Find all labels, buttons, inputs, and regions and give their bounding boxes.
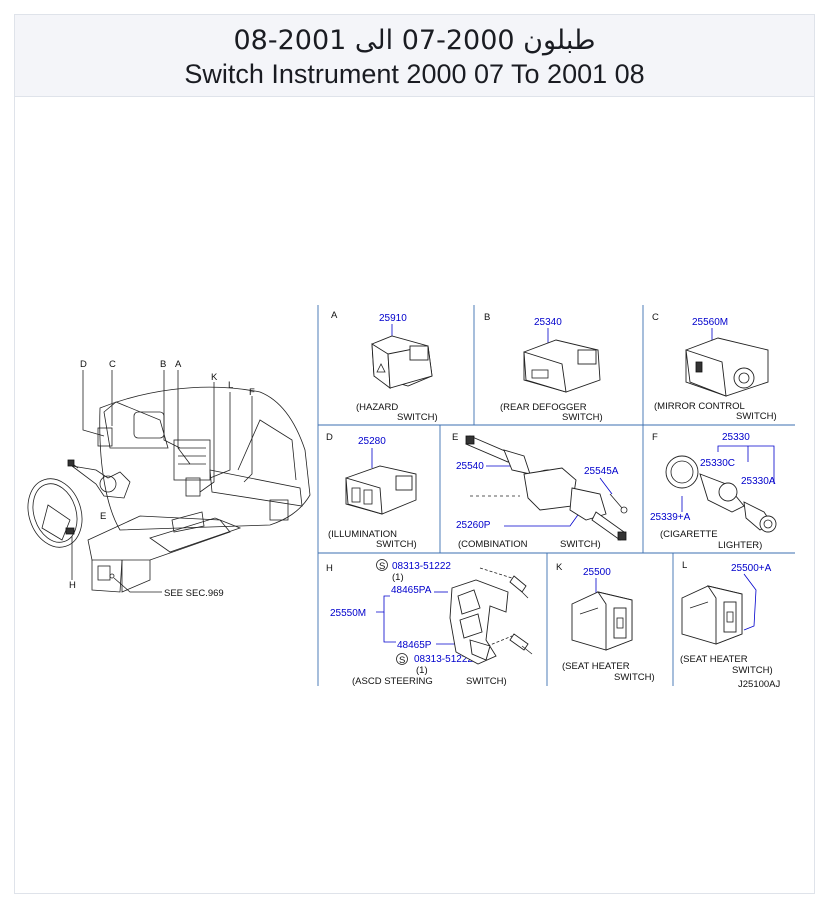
panel-c-mirror-control: C 25560M (MIRROR CONTROL SWITCH) bbox=[652, 312, 777, 422]
callout-d[interactable]: D bbox=[80, 359, 87, 370]
panel-b-rear-defogger: B 25340 (REAR DEFOGGER SWITCH) bbox=[484, 312, 603, 423]
page-header: طبلون 2000-07 الى 2001-08 Switch Instrum… bbox=[15, 15, 814, 97]
callout-c[interactable]: C bbox=[109, 359, 116, 370]
qty-bottom: (1) bbox=[416, 665, 428, 676]
panel-e-caption-1: (COMBINATION bbox=[458, 539, 528, 550]
part-25910[interactable]: 25910 bbox=[379, 313, 407, 324]
part-48465p[interactable]: 48465P bbox=[397, 640, 432, 651]
callout-e[interactable]: E bbox=[100, 511, 106, 522]
page-title-arabic: طبلون 2000-07 الى 2001-08 bbox=[233, 25, 596, 56]
callout-a[interactable]: A bbox=[175, 359, 182, 370]
panel-k-seat-heater: K 25500 (SEAT HEATER SWITCH) bbox=[556, 562, 655, 683]
panel-a-letter: A bbox=[331, 310, 338, 321]
part-25339a[interactable]: 25339+A bbox=[650, 512, 691, 523]
panel-k-caption-1: (SEAT HEATER bbox=[562, 661, 630, 672]
page-title-english: Switch Instrument 2000 07 To 2001 08 bbox=[184, 59, 645, 89]
callout-f[interactable]: F bbox=[249, 387, 255, 398]
part-08313-51222-top[interactable]: 08313-51222 bbox=[392, 561, 451, 572]
panel-a-caption-1: (HAZARD bbox=[356, 402, 398, 413]
panel-a-hazard: A 25910 (HAZARD SWITCH) bbox=[331, 310, 438, 423]
panel-e-caption-2: SWITCH) bbox=[560, 539, 601, 550]
panel-d-caption-1: (ILLUMINATION bbox=[328, 529, 397, 540]
panel-f-caption-1: (CIGARETTE bbox=[660, 529, 718, 540]
seat-heater-k-drawing bbox=[571, 591, 633, 651]
diagram-code: J25100AJ bbox=[738, 679, 781, 690]
part-25330c[interactable]: 25330C bbox=[700, 458, 735, 469]
panel-l-caption-2: SWITCH) bbox=[732, 665, 773, 676]
panel-l-letter: L bbox=[682, 560, 687, 571]
combination-switch-drawing bbox=[465, 435, 628, 541]
part-25500[interactable]: 25500 bbox=[583, 567, 611, 578]
screw-symbol-bottom: S bbox=[399, 655, 405, 666]
ascd-switch-drawing bbox=[449, 575, 533, 665]
part-25545a[interactable]: 25545A bbox=[584, 466, 619, 477]
part-25550m[interactable]: 25550M bbox=[330, 608, 366, 619]
hazard-switch-drawing bbox=[371, 335, 433, 389]
panel-f-cigarette-lighter: F 25330 25330C 25330A 25339+A (CIGARETTE… bbox=[650, 432, 777, 551]
panel-h-caption-1: (ASCD STEERING bbox=[352, 676, 433, 687]
part-25540[interactable]: 25540 bbox=[456, 461, 484, 472]
callout-b[interactable]: B bbox=[160, 359, 166, 370]
panel-c-letter: C bbox=[652, 312, 659, 323]
mirror-switch-drawing bbox=[685, 337, 769, 397]
panel-l-caption-1: (SEAT HEATER bbox=[680, 654, 748, 665]
panel-k-letter: K bbox=[556, 562, 563, 573]
panel-grid bbox=[317, 305, 795, 686]
panel-h-letter: H bbox=[326, 563, 333, 574]
panel-a-caption-2: SWITCH) bbox=[397, 412, 438, 423]
panel-h-ascd-steering: H S 08313-51222 (1) 48465PA 25550M 48465… bbox=[326, 559, 533, 687]
defogger-switch-drawing bbox=[523, 339, 601, 393]
callout-l[interactable]: L bbox=[228, 380, 233, 391]
panel-h-caption-2: SWITCH) bbox=[466, 676, 507, 687]
diagram-card: طبلون 2000-07 الى 2001-08 Switch Instrum… bbox=[14, 14, 815, 894]
panel-d-caption-2: SWITCH) bbox=[376, 539, 417, 550]
seat-heater-l-drawing bbox=[681, 585, 743, 645]
qty-top: (1) bbox=[392, 572, 404, 583]
panel-l-seat-heater: L 25500+A (SEAT HEATER SWITCH) J25100AJ bbox=[680, 560, 781, 690]
lighter-drawing bbox=[665, 455, 777, 533]
part-25340[interactable]: 25340 bbox=[534, 317, 562, 328]
part-08313-51222-bottom[interactable]: 08313-51222 bbox=[414, 654, 473, 665]
part-25330a[interactable]: 25330A bbox=[741, 476, 776, 487]
panel-c-caption-2: SWITCH) bbox=[736, 411, 777, 422]
part-48465pa[interactable]: 48465PA bbox=[391, 585, 432, 596]
panel-d-illumination: D 25280 (ILLUMINATION SWITCH) bbox=[326, 432, 417, 550]
see-section-ref[interactable]: SEE SEC.969 bbox=[164, 588, 224, 599]
panel-f-caption-2: LIGHTER) bbox=[718, 540, 762, 551]
illumination-switch-drawing bbox=[345, 465, 417, 515]
panel-b-caption-2: SWITCH) bbox=[562, 412, 603, 423]
panel-e-letter: E bbox=[452, 432, 458, 443]
dashboard-overview: D C B A K L F E H SEE SEC.969 bbox=[27, 359, 311, 599]
callout-h[interactable]: H bbox=[69, 580, 76, 591]
part-25500a[interactable]: 25500+A bbox=[731, 563, 772, 574]
panel-k-caption-2: SWITCH) bbox=[614, 672, 655, 683]
panel-b-letter: B bbox=[484, 312, 490, 323]
part-25280[interactable]: 25280 bbox=[358, 436, 386, 447]
part-25560m[interactable]: 25560M bbox=[692, 317, 728, 328]
panel-c-caption-1: (MIRROR CONTROL bbox=[654, 401, 745, 412]
screw-symbol-top: S bbox=[379, 561, 385, 572]
part-25260p[interactable]: 25260P bbox=[456, 520, 491, 531]
part-25330[interactable]: 25330 bbox=[722, 432, 750, 443]
panel-f-letter: F bbox=[652, 432, 658, 443]
panel-b-caption-1: (REAR DEFOGGER bbox=[500, 402, 587, 413]
panel-e-combination: E 25540 25545A 25260P (COMBINATION SWITC… bbox=[452, 432, 628, 550]
panel-d-letter: D bbox=[326, 432, 333, 443]
callout-k[interactable]: K bbox=[211, 372, 218, 383]
